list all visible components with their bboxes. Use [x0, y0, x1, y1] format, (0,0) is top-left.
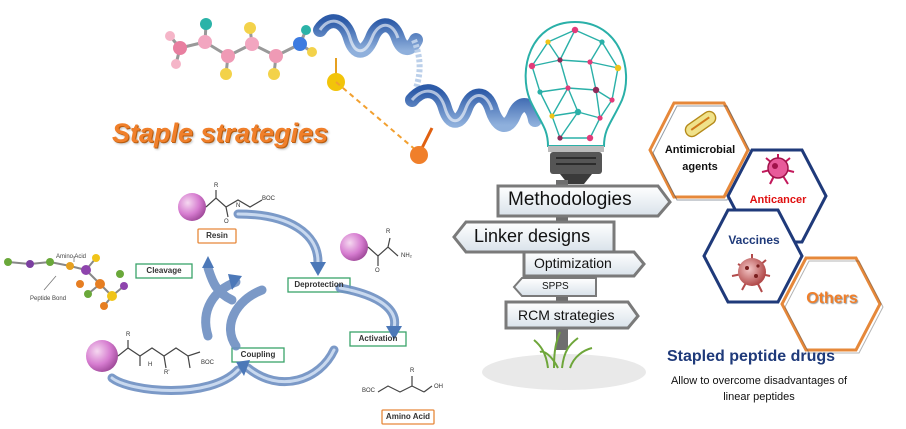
chem-h: H [148, 362, 153, 368]
chem-r: R [126, 332, 131, 338]
sign-optimization: Optimization [534, 255, 612, 271]
sign-rcm-strategies: RCM strategies [518, 307, 615, 323]
label-peptide-bond: Peptide Bond [30, 296, 67, 302]
label-cleavage: Cleavage [146, 266, 182, 275]
chem-r: R [386, 229, 391, 235]
signpost [452, 180, 672, 390]
resin-bead [86, 340, 118, 372]
stapled-peptide-drugs-subtitle: Allow to overcome disadvantages of linea… [670, 375, 848, 403]
sign-linker-designs: Linker designs [474, 226, 591, 246]
label-vaccines: Vaccines [728, 233, 780, 247]
label-anticancer: Anticancer [749, 194, 807, 206]
label-coupling: Coupling [240, 350, 276, 359]
peptide-chain-icon [4, 254, 128, 310]
hex-others [780, 256, 882, 352]
stapled-helix [313, 14, 542, 164]
cancer-cell-icon [761, 154, 795, 185]
resin-bead [178, 193, 206, 221]
chem-r-prime: R' [164, 370, 170, 376]
stapled-peptide-drugs-title: Stapled peptide drugs [667, 348, 836, 365]
label-amino-acid-box: Amino Acid [385, 412, 431, 421]
chem-nh2: NH₂ [401, 253, 412, 259]
chem-boc: BOC [262, 196, 276, 202]
sign-methodologies: Methodologies [508, 189, 632, 210]
molecule-model [165, 18, 317, 80]
chem-boc: BOC [201, 360, 215, 366]
label-amino-acid-note: Amino Acid [56, 254, 87, 260]
chem-r: R [214, 183, 219, 189]
label-activation: Activation [358, 334, 398, 343]
lightbulb-icon [524, 20, 628, 184]
resin-bead [340, 233, 368, 261]
label-antimicrobial: Antimicrobial agents [664, 144, 736, 173]
label-others: Others [806, 290, 858, 307]
chem-o: O [224, 219, 229, 225]
spps-cycle [4, 190, 435, 425]
hex-antimicrobial [648, 101, 750, 199]
chem-r: R [410, 368, 415, 374]
label-resin: Resin [206, 231, 228, 240]
chem-oh: OH [434, 384, 443, 390]
sign-spps: SPPS [542, 281, 569, 292]
chem-boc: BOC [362, 388, 376, 394]
virus-icon [731, 254, 771, 293]
bacteria-icon [684, 110, 717, 138]
staple-strategies-title: Staple strategies [112, 118, 329, 148]
chem-o: O [375, 268, 380, 274]
applications-hexagons [648, 101, 884, 354]
chem-n: N [236, 203, 241, 209]
label-deprotection: Deprotection [294, 280, 344, 289]
